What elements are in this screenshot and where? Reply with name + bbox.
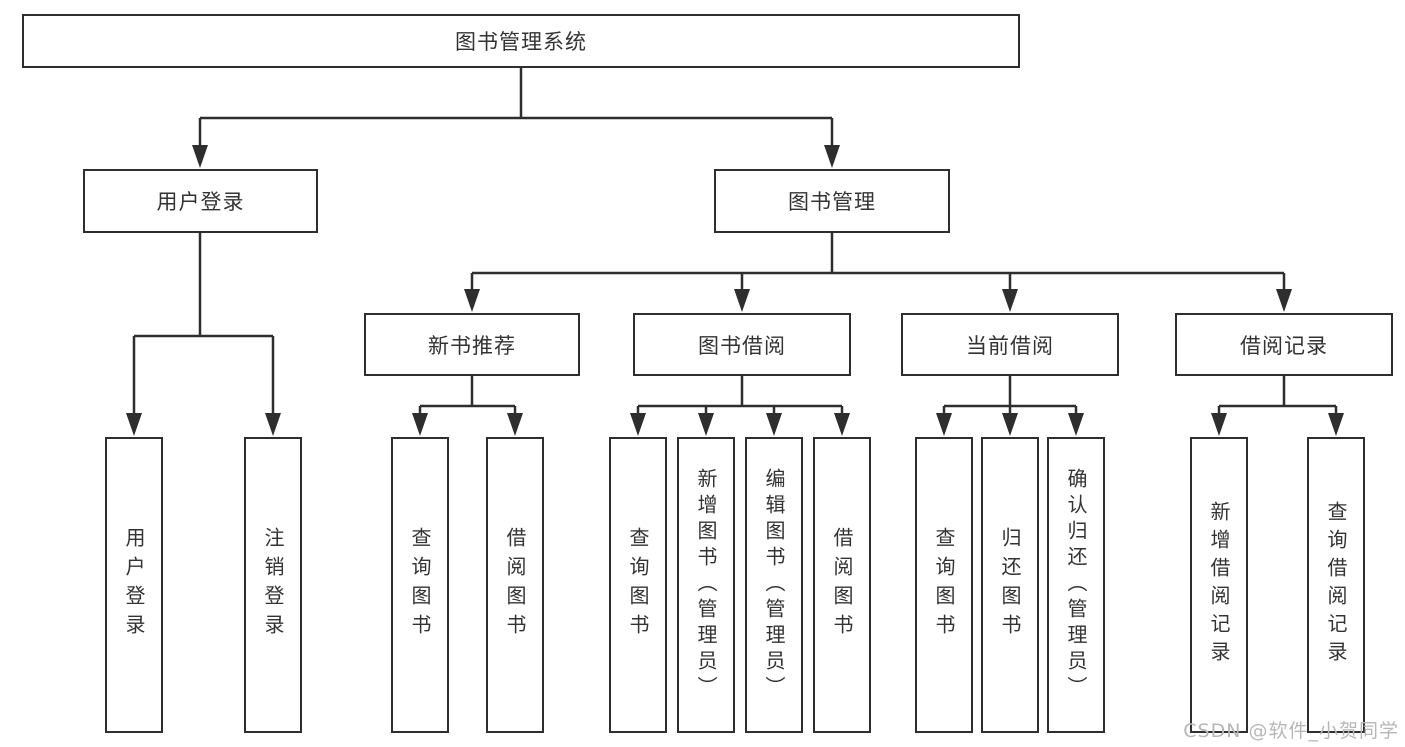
- node-label: 借阅图书: [503, 527, 527, 643]
- node-leaf-user-login: 用户登录: [105, 437, 163, 733]
- node-book-management: 图书管理: [714, 169, 950, 233]
- node-br-add-record: 新增借阅记录: [1190, 437, 1248, 733]
- node-label: 用户登录: [156, 190, 245, 214]
- node-cb-query-books: 查询图书: [915, 437, 973, 733]
- arrow-down-icon: [1211, 413, 1227, 436]
- node-borrow-records: 借阅记录: [1175, 313, 1393, 376]
- node-current-borrow: 当前借阅: [901, 313, 1119, 376]
- node-label: 编辑图书（管理员）: [762, 468, 786, 702]
- arrow-down-icon: [126, 413, 142, 436]
- arrow-down-icon: [412, 413, 428, 436]
- node-label: 查询图书: [626, 527, 650, 643]
- node-label: 查询图书: [408, 527, 432, 643]
- arrow-down-icon: [734, 289, 750, 312]
- node-bb-add-books: 新增图书（管理员）: [677, 437, 735, 733]
- arrow-down-icon: [507, 413, 523, 436]
- node-label: 注销登录: [261, 527, 285, 643]
- node-book-borrow: 图书借阅: [633, 313, 851, 376]
- node-nb-borrow-books: 借阅图书: [486, 437, 544, 733]
- node-label: 当前借阅: [966, 333, 1054, 358]
- node-label: 新增借阅记录: [1207, 501, 1231, 669]
- node-user-login: 用户登录: [83, 169, 318, 233]
- node-label: 确认归还（管理员）: [1064, 468, 1088, 702]
- node-label: 新增图书（管理员）: [694, 468, 718, 702]
- arrow-down-icon: [1276, 289, 1292, 312]
- node-label: 查询借阅记录: [1324, 501, 1348, 669]
- arrow-down-icon: [1328, 413, 1344, 436]
- arrow-down-icon: [1068, 413, 1084, 436]
- arrow-down-icon: [698, 413, 714, 436]
- arrowheads: [126, 145, 1344, 436]
- node-label: 查询图书: [932, 527, 956, 643]
- arrow-down-icon: [936, 413, 952, 436]
- node-label: 图书借阅: [698, 333, 786, 358]
- node-leaf-logout: 注销登录: [244, 437, 302, 733]
- arrow-down-icon: [265, 413, 281, 436]
- arrow-down-icon: [834, 413, 850, 436]
- node-label: 借阅记录: [1240, 333, 1328, 358]
- node-cb-confirm-return: 确认归还（管理员）: [1047, 437, 1105, 733]
- node-label: 归还图书: [998, 527, 1022, 643]
- node-cb-return-books: 归还图书: [981, 437, 1039, 733]
- arrow-down-icon: [192, 145, 208, 168]
- node-label: 借阅图书: [830, 527, 854, 643]
- arrow-down-icon: [1002, 413, 1018, 436]
- node-label: 用户登录: [122, 527, 146, 643]
- node-label: 图书管理: [788, 190, 876, 214]
- node-label: 图书管理系统: [455, 30, 587, 54]
- node-root: 图书管理系统: [22, 14, 1020, 68]
- tree-edges: [132, 68, 1338, 422]
- node-new-book-recommend: 新书推荐: [364, 313, 580, 376]
- node-br-query-record: 查询借阅记录: [1307, 437, 1365, 733]
- node-bb-query-books: 查询图书: [609, 437, 667, 733]
- csdn-watermark: CSDN @软件_小贺同学: [1183, 720, 1399, 742]
- arrow-down-icon: [766, 413, 782, 436]
- node-label: 新书推荐: [428, 333, 516, 358]
- arrow-down-icon: [630, 413, 646, 436]
- node-bb-edit-books: 编辑图书（管理员）: [745, 437, 803, 733]
- arrow-down-icon: [464, 289, 480, 312]
- arrow-down-icon: [1002, 289, 1018, 312]
- node-bb-borrow-books: 借阅图书: [813, 437, 871, 733]
- node-nb-query-books: 查询图书: [391, 437, 449, 733]
- arrow-down-icon: [824, 145, 840, 168]
